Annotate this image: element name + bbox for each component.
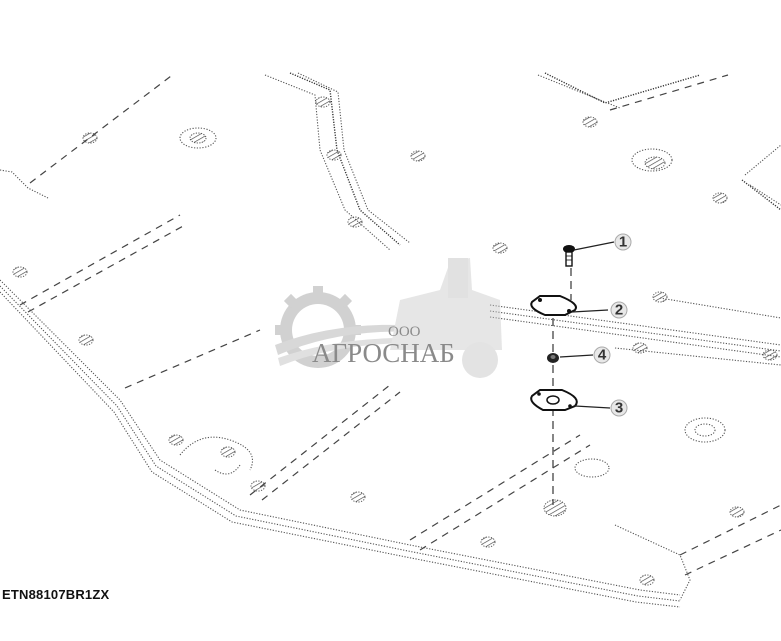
- callout-3[interactable]: 3: [574, 399, 628, 417]
- figure-id-label: ETN88107BR1ZX: [2, 587, 110, 602]
- callout-3-number: 3: [615, 400, 623, 417]
- part-cover-plate[interactable]: [530, 295, 577, 316]
- callout-1-number: 1: [619, 234, 627, 251]
- assembly-axis: [552, 268, 572, 505]
- part-gasket[interactable]: [530, 389, 578, 411]
- watermark-brand: АГРОСНАБ: [312, 338, 455, 368]
- callout-4[interactable]: 4: [559, 346, 611, 364]
- callout-1[interactable]: 1: [573, 233, 632, 251]
- underbody-panel: [0, 72, 781, 608]
- callout-2-number: 2: [615, 302, 623, 319]
- part-screw[interactable]: [563, 245, 575, 267]
- callout-4-number: 4: [598, 347, 607, 364]
- watermark-logo: [275, 258, 502, 378]
- callout-2[interactable]: 2: [571, 301, 628, 319]
- watermark-prefix: ООО: [388, 324, 421, 340]
- part-nut[interactable]: [547, 353, 559, 363]
